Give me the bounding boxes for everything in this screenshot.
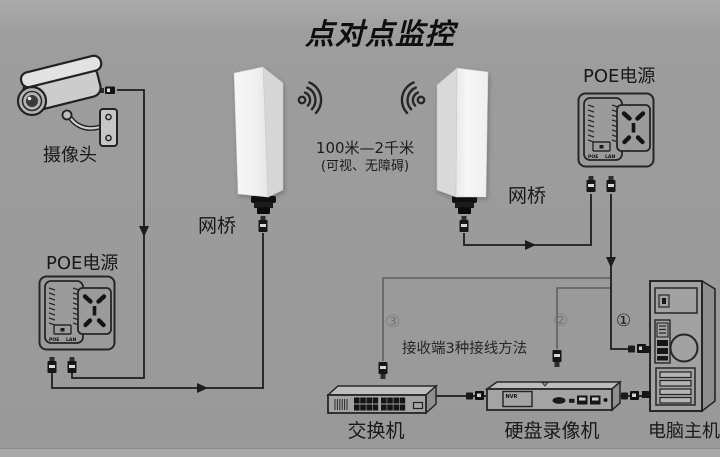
dvr-rear-ports: [552, 395, 608, 405]
wire-poe-to-bridge-left: [51, 233, 264, 389]
wifi-signal-left-icon: [297, 81, 323, 115]
poe-left-socket: [77, 287, 112, 335]
dvr-badge: NVR: [506, 394, 518, 400]
bridge-left-illustration: [233, 66, 284, 198]
switch-ports: [354, 397, 406, 411]
wire-branch-2: [556, 287, 610, 349]
plug-pairs-horizontal: [98, 86, 646, 400]
link-condition-text: (可视、无障碍): [320, 159, 410, 174]
dvr-label: 硬盘录像机: [504, 420, 600, 442]
poe-left-port-poe-label: POE: [49, 337, 59, 343]
switch-label: 交换机: [347, 420, 405, 442]
rj45-plugs-up: [47, 176, 616, 373]
plug-poe-right-port-poe: [586, 176, 596, 192]
bridge-left-label: 网桥: [198, 215, 237, 237]
cable-glands: [251, 196, 477, 214]
pc-vents: [655, 367, 696, 406]
pc-drive-bay: [654, 287, 698, 314]
arrow-right-bridge-poe: [525, 240, 536, 250]
plug-bridge-right-pigtail: [459, 216, 469, 232]
plug-drop-dvr: [552, 350, 562, 367]
poe-left-label: POE电源: [46, 253, 119, 274]
plug-poe-left-port-lan: [67, 357, 77, 373]
camera-bracket: [61, 108, 118, 147]
poe-right-port-lan-label: LAN: [605, 154, 615, 160]
camera-body: [16, 54, 103, 117]
rj45-plugs-down: [378, 350, 562, 379]
arrow-down-camera-line: [139, 226, 149, 237]
gland-left-bridge: [251, 196, 276, 214]
arrow-down-lan-line: [606, 257, 616, 268]
pc-label: 电脑主机: [648, 421, 720, 442]
plug-bridge-left-pigtail: [258, 216, 268, 232]
pc-port-panel: [654, 319, 671, 364]
pc-net-port-stub-bottom: [642, 391, 651, 398]
method-3-badge: ③: [385, 312, 401, 332]
poe-right-port-poe-label: POE: [588, 154, 598, 160]
switch-uplink-port: [412, 401, 424, 410]
plug-poe-right-port-lan: [606, 176, 616, 192]
photo-bottom-edge: [0, 448, 720, 457]
dvr-front-panel: [502, 390, 533, 408]
branch-wires: [382, 277, 610, 361]
pc-illustration: [642, 279, 716, 413]
method-1-badge: ①: [616, 311, 632, 331]
receiver-methods-note: 接收端3种接线方法: [402, 341, 528, 357]
wire-branch-3: [382, 277, 610, 361]
camera-label: 摄像头: [43, 145, 97, 166]
poe-right-label: POE电源: [583, 66, 656, 87]
poe-right-socket: [616, 104, 651, 152]
switch-vent-grille: [334, 399, 348, 410]
camera-illustration: [16, 54, 118, 147]
plug-poe-left-port-poe: [47, 357, 57, 373]
plug-pair-switch-dvr: [466, 391, 484, 400]
plug-drop-switch: [378, 362, 388, 379]
dvr-top-notch: [541, 382, 549, 387]
plug-pair-dvr-pc: [621, 391, 639, 400]
poe-left-vents: [48, 287, 80, 326]
link-distance-text: 100米—2千米: [315, 139, 415, 157]
bridge-right-label: 网桥: [508, 185, 547, 207]
wire-camera-to-poe-lan: [71, 89, 145, 379]
poe-right-vents: [587, 104, 619, 143]
wifi-signal-right-icon: [400, 81, 426, 115]
pc-net-port-stub-top: [642, 346, 651, 353]
wire-poe-lan-to-pc: [610, 194, 628, 350]
flow-arrows: [139, 226, 616, 393]
poe-left-port-lan-label: LAN: [66, 337, 76, 343]
bridge-right-illustration: [436, 67, 489, 198]
method-2-badge: ②: [553, 311, 569, 331]
switch-illustration: [326, 384, 438, 415]
poe-left-illustration: POE LAN: [38, 275, 116, 351]
dvr-illustration: NVR: [484, 380, 622, 412]
arrow-right-poe-bridge: [197, 383, 208, 393]
poe-right-illustration: POE LAN: [577, 92, 655, 168]
pc-fan: [669, 333, 699, 363]
page-title: 点对点监控: [304, 17, 455, 51]
gland-right-bridge: [452, 196, 477, 214]
